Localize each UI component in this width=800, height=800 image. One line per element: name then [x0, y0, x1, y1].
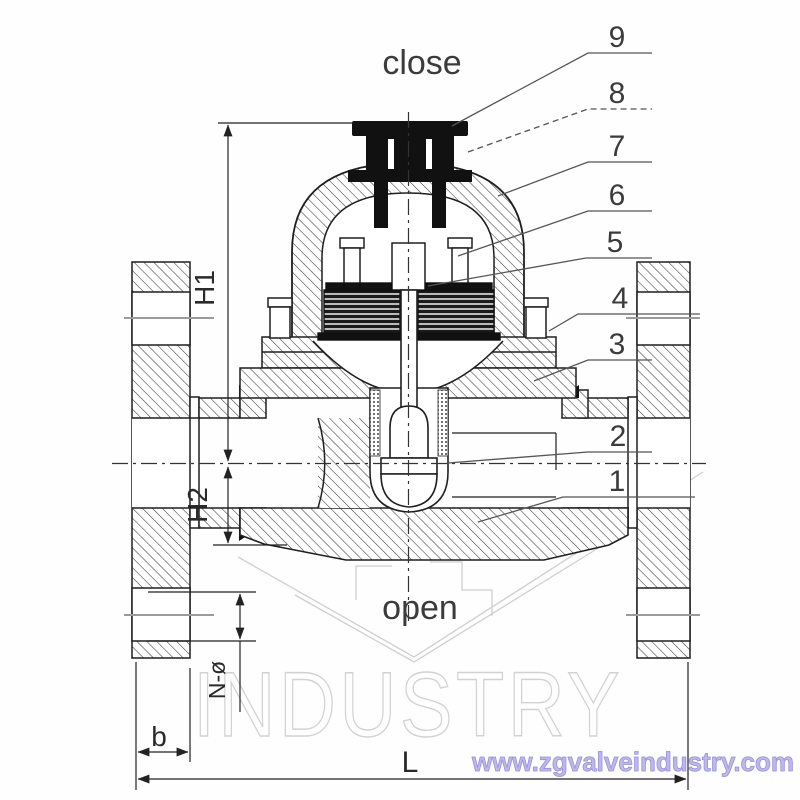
- leader-5: [427, 257, 652, 287]
- dim-label-l: L: [402, 746, 419, 779]
- dim-label-b: b: [151, 721, 167, 752]
- callout-numbers: 9 8 7 6 5 4 3 2 1: [607, 21, 629, 498]
- callout-2: 2: [610, 420, 627, 453]
- seat-thread-right: [437, 389, 449, 457]
- right-flange: [626, 261, 700, 659]
- dimension-lines: [135, 122, 689, 790]
- body-bottom: [239, 507, 629, 561]
- callout-7: 7: [609, 130, 626, 163]
- centerlines: [112, 112, 706, 622]
- callout-8: 8: [609, 77, 626, 110]
- watermark-text: INDUSTRY: [193, 654, 623, 756]
- callout-1: 1: [609, 465, 626, 498]
- callout-leaders: [427, 52, 700, 523]
- seat-thread-left: [369, 389, 381, 457]
- watermark-logo-mark: [355, 565, 392, 600]
- leader-1: [477, 496, 695, 523]
- leader-9: [451, 52, 652, 127]
- hex-cap: [348, 121, 472, 228]
- left-flange: [124, 261, 214, 659]
- open-label: open: [382, 589, 458, 627]
- leader-8: [467, 108, 652, 153]
- leader-2: [447, 451, 652, 464]
- close-label: close: [382, 44, 461, 82]
- dim-label-h2: H2: [182, 487, 213, 523]
- leader-3: [533, 359, 652, 382]
- leader-7: [497, 161, 652, 197]
- callout-6: 6: [609, 179, 626, 212]
- dim-label-h1: H1: [189, 270, 220, 306]
- callout-3: 3: [609, 328, 626, 361]
- website-url: www.zgvalveindustry.com: [471, 747, 794, 777]
- dim-label-n-phi: N-ø: [204, 661, 230, 699]
- callout-4: 4: [612, 282, 629, 315]
- leader-6: [457, 210, 652, 257]
- outlet-passage: [452, 432, 557, 498]
- leader-4: [548, 313, 700, 332]
- callout-5: 5: [607, 226, 624, 259]
- callout-9: 9: [609, 21, 626, 54]
- bonnet-bolts: [267, 297, 549, 339]
